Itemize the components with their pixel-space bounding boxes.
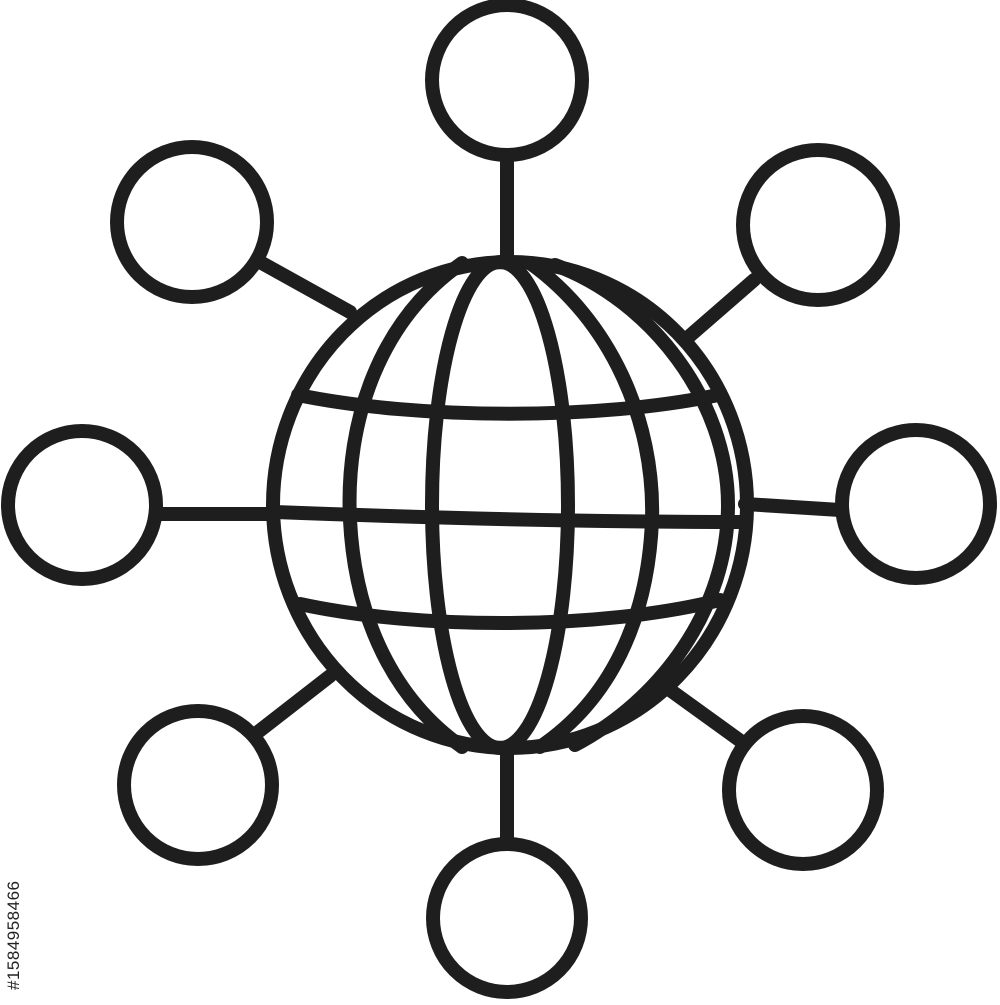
node-top-right — [736, 143, 900, 307]
connector-top-right — [678, 273, 761, 347]
connector-bottom-right — [663, 683, 749, 749]
stock-id-watermark: #1584958466 — [4, 880, 23, 990]
node-top-left — [110, 140, 274, 304]
connector-bottom-left — [251, 669, 337, 739]
node-bottom — [426, 837, 588, 999]
node-bottom-right — [722, 709, 884, 871]
globe-latitude-upper — [291, 388, 725, 421]
globe-meridian-outer-right — [548, 258, 735, 752]
globe — [266, 255, 754, 755]
globe-meridian-center — [425, 255, 575, 755]
node-bottom-left — [117, 704, 279, 866]
connector-right — [738, 497, 847, 517]
node-right — [835, 423, 997, 585]
node-left — [1, 424, 163, 586]
connector-top-left — [253, 255, 357, 319]
globe-latitude-lower — [293, 593, 727, 631]
node-top — [425, 0, 589, 162]
globe-latitude-equator — [268, 505, 752, 529]
